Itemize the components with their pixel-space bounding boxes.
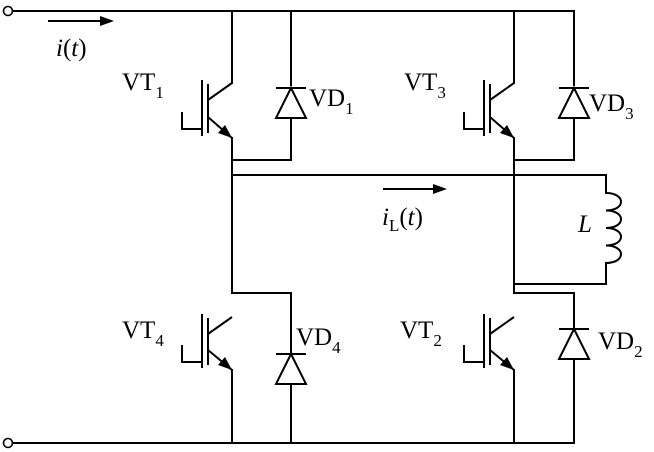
vd3-diode-symbol (557, 85, 591, 119)
vd3-lower-wire (513, 119, 575, 161)
vd4-label: VD4 (296, 324, 341, 357)
vt3-label: VT3 (404, 69, 446, 102)
vt4-label: VT4 (122, 317, 164, 350)
vt2-label: VT2 (400, 317, 442, 350)
load-top-wire (231, 174, 607, 194)
vd1-lower-wire (231, 119, 292, 161)
inductor-label: L (577, 211, 592, 238)
vd4-upper-wire (231, 292, 292, 353)
load-bottom-wire (513, 262, 607, 285)
vd2-upper-wire (513, 292, 575, 328)
load-current-label: iL(t) (382, 204, 423, 235)
vd3-label: VD3 (589, 90, 634, 123)
load-current-arrow (383, 184, 447, 194)
top-input-terminal (2, 5, 14, 17)
vt1-igbt-symbol (181, 80, 233, 139)
vd4-diode-symbol (274, 351, 308, 385)
vd2-label: VD2 (598, 328, 643, 361)
bottom-input-terminal (2, 437, 14, 449)
source-current-arrow (48, 16, 114, 26)
vt4-igbt-symbol (181, 314, 233, 371)
vt2-igbt-symbol (463, 314, 515, 371)
vt3-igbt-symbol (463, 80, 515, 139)
vd2-diode-symbol (557, 326, 591, 360)
vt1-label: VT1 (122, 69, 164, 102)
inductor-coil (605, 192, 622, 264)
vd1-label: VD1 (309, 85, 354, 118)
source-current-label: i(t) (56, 35, 87, 62)
vd1-diode-symbol (274, 85, 308, 119)
